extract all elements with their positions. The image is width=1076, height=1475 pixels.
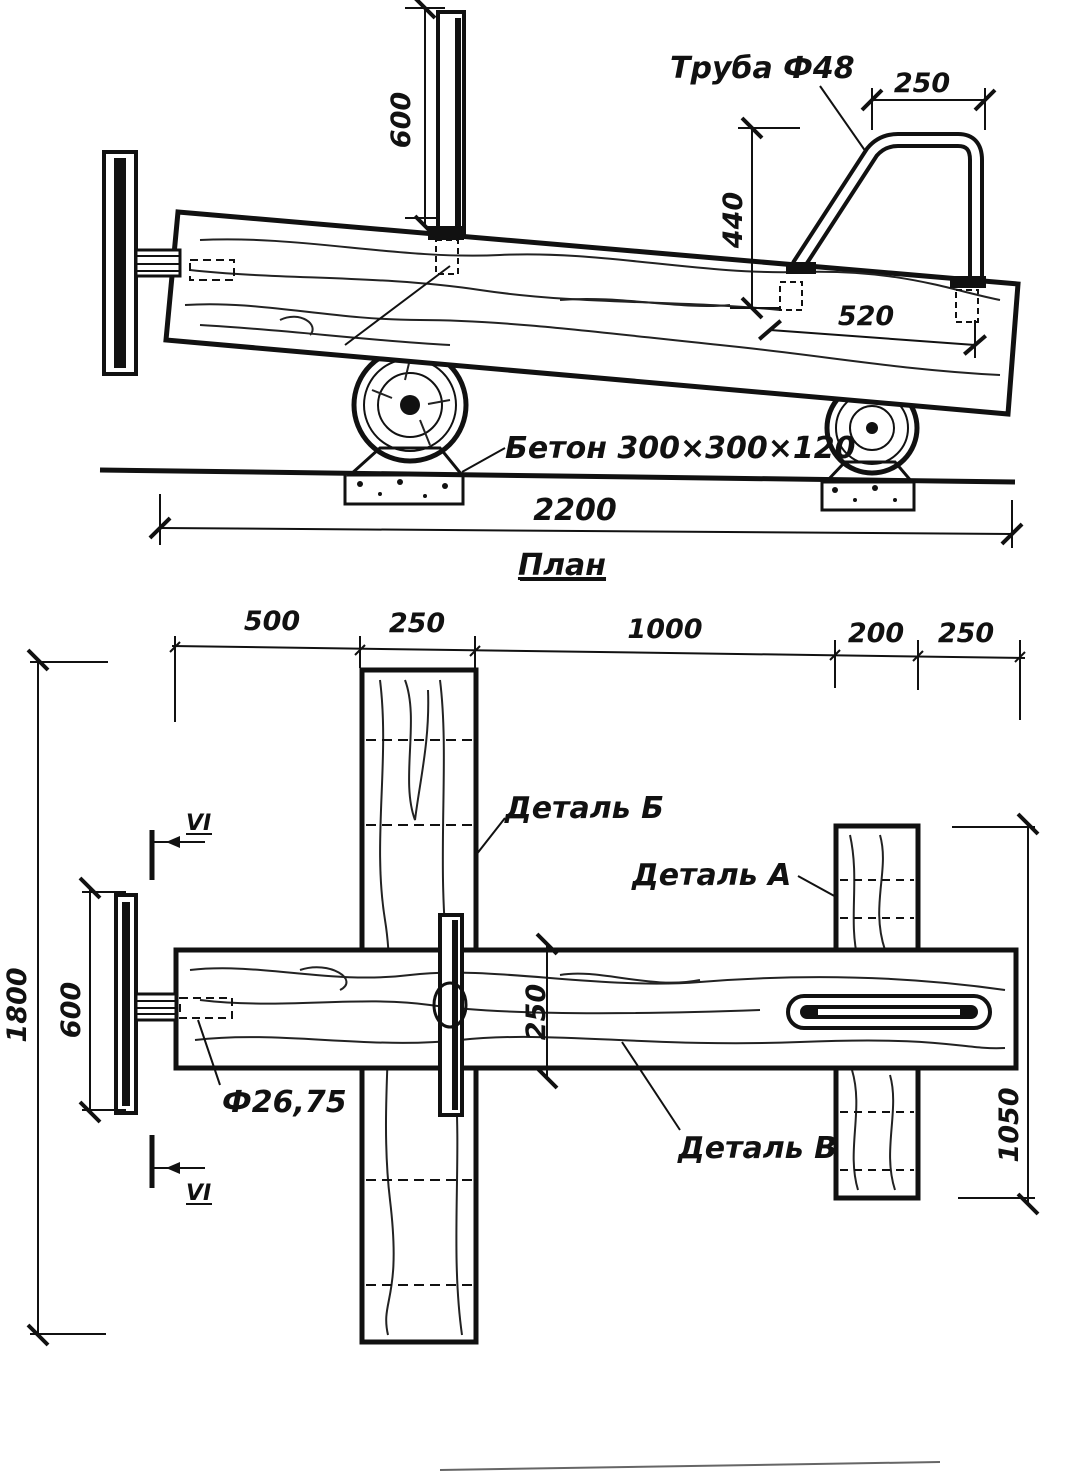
dim-seat-span: 520 — [757, 301, 988, 358]
handle-post-plan — [432, 913, 468, 1117]
dim-log-width: 250 — [521, 932, 559, 1090]
steering-wheel-plan — [114, 893, 178, 1115]
dim-seat-width-label: 250 — [894, 68, 950, 99]
elevation-view: 600 250 440 520 Труба Ф48 Бетон 300×300×… — [99, 0, 1024, 583]
handle-post — [344, 10, 466, 346]
dim-overall-length: 2200 — [148, 493, 1024, 548]
section-marker-top: VI — [149, 811, 212, 880]
pipe-diameter-label: Ф26,75 — [222, 1085, 347, 1120]
dim-chain-top: 500 250 1000 200 250 — [169, 606, 1026, 722]
dim-nose-label: 500 — [244, 606, 300, 637]
dim-seat-span-label: 520 — [838, 301, 894, 332]
pipe-label: Труба Ф48 — [670, 51, 855, 86]
detail-a-label: Деталь А — [631, 858, 791, 893]
dim-overall-length-label: 2200 — [533, 493, 617, 528]
dim-handle-height: 600 — [386, 0, 445, 238]
concrete-label: Бетон 300×300×120 — [505, 431, 856, 466]
ground-line — [99, 467, 1016, 485]
dim-handle-height-label: 600 — [386, 92, 417, 148]
dim-wheel-width-label: 600 — [56, 982, 87, 1038]
dim-log-width-label: 250 — [521, 984, 552, 1040]
concrete-footing-rear — [820, 480, 916, 512]
steering-wheel-side — [102, 150, 235, 376]
dim-seat-height-label: 440 — [718, 192, 749, 249]
detail-b-label: Деталь Б — [504, 791, 664, 826]
section-marker-bottom: VI — [149, 1135, 212, 1206]
log-body — [163, 209, 1021, 417]
dim-middle-label: 1000 — [627, 614, 702, 645]
dim-rear-length-label: 1050 — [994, 1087, 1025, 1162]
dim-wheel-width: 600 — [56, 876, 126, 1124]
dim-total-width: 1800 — [2, 648, 108, 1347]
dim-gap-label: 200 — [848, 618, 904, 649]
detail-v-label: Деталь В — [677, 1131, 837, 1166]
section-top-label: VI — [186, 811, 211, 836]
section-bottom-label: VI — [186, 1181, 211, 1206]
plan-view: 500 250 1000 200 250 1800 — [2, 606, 1040, 1347]
dim-front-beam-label: 250 — [389, 608, 445, 639]
seat-handle-slot — [786, 994, 992, 1030]
dim-seat-height: 440 — [718, 116, 800, 320]
dim-total-width-label: 1800 — [2, 967, 33, 1042]
dim-seat-width: 250 — [860, 68, 997, 130]
seat-handle-pipe — [779, 85, 986, 323]
dim-rear-beam-label: 250 — [938, 618, 994, 649]
plan-title: План — [518, 548, 606, 583]
concrete-footing-front — [343, 472, 465, 506]
dim-rear-length: 1050 — [952, 812, 1040, 1216]
